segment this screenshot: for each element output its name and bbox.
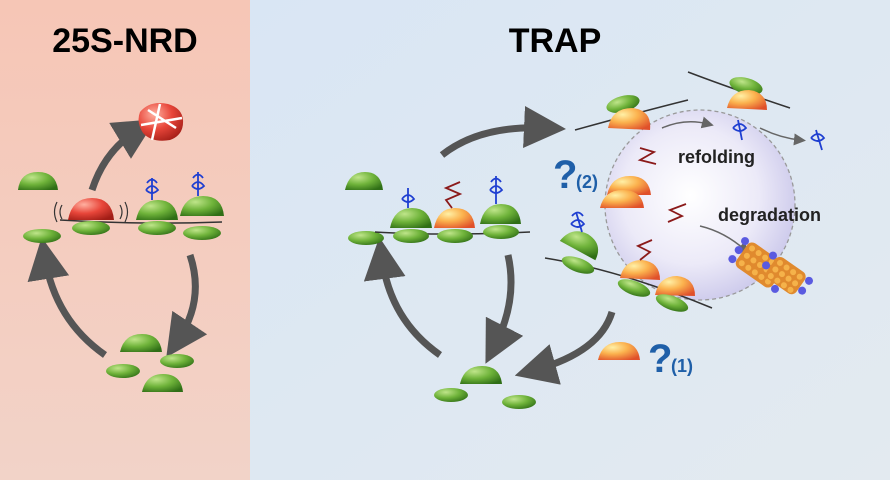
vibration-lines — [53, 201, 129, 223]
unfolded-chain-icon — [667, 203, 687, 223]
orange-large-subunit — [655, 276, 695, 296]
translating-small-subunit — [183, 226, 221, 240]
orange-large-subunit — [608, 108, 651, 130]
unfolded-chain-icon — [637, 147, 657, 165]
orange-large-subunit — [434, 208, 475, 228]
arrow-to-free-subunits — [514, 310, 616, 385]
mrna-strand — [59, 219, 223, 224]
small-subunit — [729, 77, 763, 95]
stalled-small-subunit — [72, 221, 110, 235]
left-cycle — [18, 103, 224, 392]
right-panel-title: TRAP — [509, 22, 602, 60]
free-small-subunit — [502, 395, 536, 409]
free-large-subunit — [460, 366, 502, 384]
translating-small-subunit — [393, 229, 429, 243]
arrow-degradation — [699, 225, 750, 255]
orange-large-subunit — [600, 190, 644, 208]
translating-small-subunit — [483, 225, 519, 239]
free-large-subunit — [142, 374, 183, 392]
translating-large-subunit — [136, 200, 178, 220]
translating-large-subunit — [180, 196, 224, 216]
right-cycle: refolding degradation — [345, 71, 826, 409]
translating-small-subunit — [437, 229, 473, 243]
degradation-label: degradation — [718, 205, 821, 225]
orange-large-subunit — [598, 342, 640, 360]
free-large-subunit — [120, 334, 162, 352]
small-subunit — [348, 231, 384, 245]
large-subunit — [559, 231, 599, 261]
question-mark-2: ? — [553, 153, 577, 197]
arrow-refolding-out — [759, 127, 806, 146]
arrow-down-right — [166, 253, 208, 358]
orange-large-subunit — [607, 176, 651, 195]
small-subunit — [561, 256, 595, 274]
free-small-subunit — [434, 388, 468, 402]
free-small-subunit — [160, 354, 194, 368]
arrow-up-left — [27, 237, 108, 358]
left-panel-title: 25S-NRD — [52, 22, 197, 60]
translating-large-subunit — [480, 204, 521, 224]
small-subunit — [655, 294, 689, 312]
nascent-chain-icon — [570, 211, 586, 233]
arrow-to-compartment — [439, 106, 566, 158]
arrow-up-left — [363, 237, 443, 358]
unfolded-chain-icon — [635, 239, 653, 261]
large-subunit — [345, 172, 383, 190]
stalled-large-subunit — [68, 198, 114, 220]
unfolded-chain-icon — [443, 181, 463, 209]
question-mark-1: ? — [648, 337, 672, 381]
orange-large-subunit — [727, 90, 767, 110]
arrow-down-center — [485, 254, 524, 364]
question-label-1: (1) — [671, 356, 693, 376]
translating-large-subunit — [390, 208, 432, 228]
nascent-chain-icon — [401, 176, 504, 208]
large-subunit — [18, 172, 58, 190]
proteasome-icon — [728, 237, 814, 295]
nascent-chain-icon — [732, 119, 826, 151]
degraded-ribosome — [138, 103, 184, 141]
orange-large-subunit — [620, 260, 660, 280]
arrow-refolding-in — [661, 116, 714, 129]
small-subunit — [23, 229, 61, 243]
free-small-subunit — [106, 364, 140, 378]
arrow-to-degraded — [88, 119, 156, 192]
question-label-2: (2) — [576, 172, 598, 192]
small-subunit — [617, 279, 651, 297]
nascent-chain-icon — [145, 172, 206, 200]
translating-small-subunit — [138, 221, 176, 235]
refolding-label: refolding — [678, 147, 755, 167]
